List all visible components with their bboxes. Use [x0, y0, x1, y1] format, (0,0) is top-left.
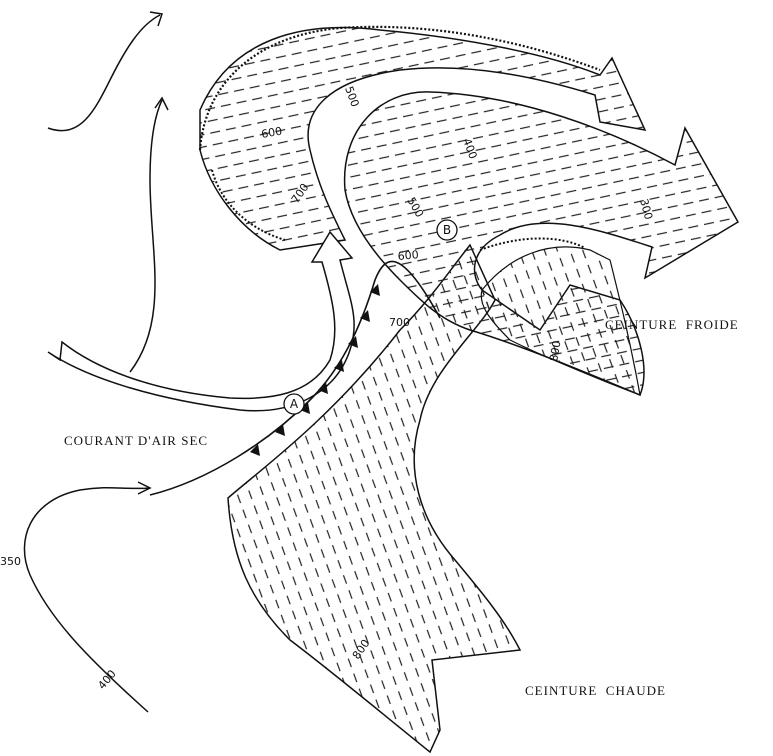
- flow-arrow-top-left: [48, 15, 160, 131]
- isobar-350: 350: [0, 555, 21, 568]
- flow-arrow-mid-left: [130, 100, 162, 372]
- isobar-700-mid: 700: [389, 316, 410, 329]
- cold-belt-label: CEINTURE FROIDE: [605, 317, 739, 332]
- isobar-400-bottom: 400: [95, 667, 118, 691]
- dry-air-label: COURANT D'AIR SEC: [64, 433, 208, 448]
- isobar-500-top: 500: [342, 85, 361, 109]
- arrow-head-1: [150, 12, 162, 26]
- warm-belt-label: CEINTURE CHAUDE: [525, 683, 666, 698]
- flow-arrow-inflow: [24, 488, 150, 712]
- point-b-label: B: [443, 223, 451, 237]
- point-a-label: A: [290, 397, 299, 411]
- dry-air-current: [48, 232, 354, 411]
- arrow-head-2: [155, 98, 168, 110]
- isobar-600-mid: 600: [397, 248, 419, 263]
